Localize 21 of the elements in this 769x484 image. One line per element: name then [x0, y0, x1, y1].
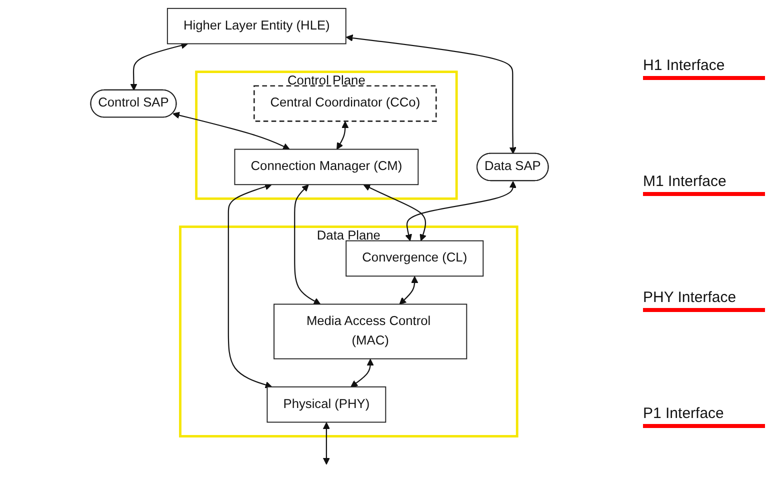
arrow	[172, 112, 290, 150]
node-box: Central Coordinator (CCo)	[254, 85, 437, 122]
node-box: Convergence (CL)	[346, 240, 484, 277]
interface-label: PHY Interface	[643, 288, 765, 312]
arrow	[363, 184, 426, 242]
arrow	[336, 121, 349, 150]
interface-label: M1 Interface	[643, 172, 765, 196]
arrow	[130, 42, 188, 91]
node-box: Physical (PHY)	[266, 386, 386, 423]
node-box: Higher Layer Entity (HLE)	[166, 8, 346, 44]
node-box: Media Access Control (MAC)	[274, 304, 468, 360]
arrow	[294, 184, 321, 305]
arrow	[228, 183, 272, 388]
arrow	[346, 34, 516, 154]
arrow	[350, 358, 374, 388]
node-box: Connection Manager (CM)	[234, 148, 419, 186]
arrow	[405, 181, 516, 242]
arrow	[322, 422, 330, 465]
interface-label: H1 Interface	[643, 56, 765, 80]
arrow	[399, 276, 418, 305]
interface-label: P1 Interface	[643, 404, 765, 428]
